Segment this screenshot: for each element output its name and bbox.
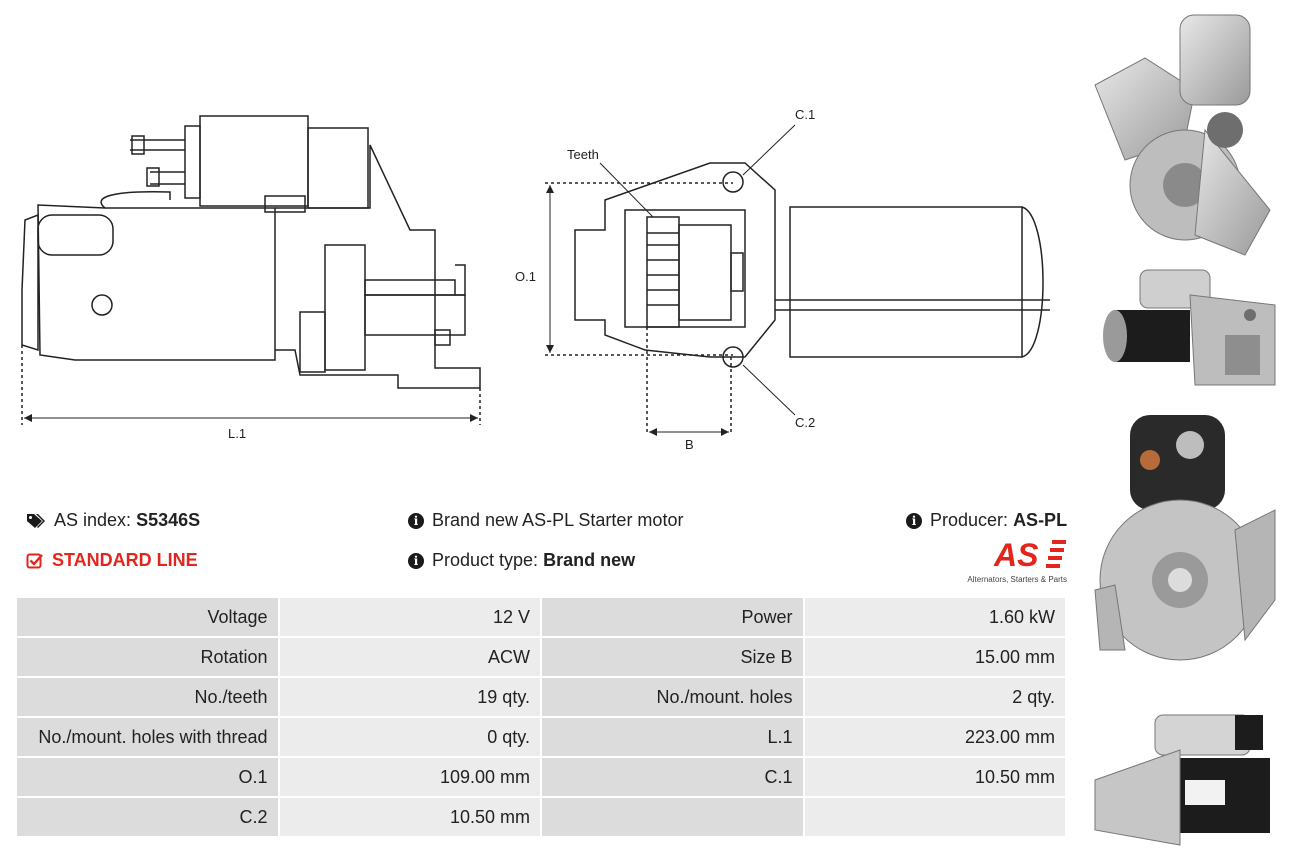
spec-label: No./mount. holes with thread <box>15 716 280 758</box>
spec-value: 15.00 mm <box>802 636 1068 678</box>
producer: i Producer: AS-PL <box>906 510 1067 531</box>
spec-value: 19 qty. <box>277 676 542 718</box>
spec-value: 223.00 mm <box>802 716 1068 758</box>
info-icon: i <box>408 512 424 529</box>
spec-value: ACW <box>277 636 542 678</box>
dimension-b-label: B <box>685 437 694 452</box>
tags-icon <box>27 513 45 528</box>
product-description: i Brand new AS-PL Starter motor <box>408 510 683 531</box>
dimension-teeth-label: Teeth <box>567 147 599 162</box>
product-photo-label <box>1094 714 1270 846</box>
spec-value: 109.00 mm <box>277 756 542 798</box>
dimension-c2-label: C.2 <box>795 415 815 430</box>
dimension-l1-label: L.1 <box>228 426 246 441</box>
as-index-label: AS index: <box>54 510 132 530</box>
info-icon: i <box>408 552 424 569</box>
logo-tagline: Alternators, Starters & Parts <box>967 575 1067 584</box>
spec-label <box>539 796 805 838</box>
dimension-o1-label: O.1 <box>515 269 536 284</box>
product-description-text: Brand new AS-PL Starter motor <box>432 510 684 530</box>
as-pl-logo: AS Alternators, Starters & Parts <box>955 537 1067 584</box>
standard-line-badge: STANDARD LINE <box>26 550 198 571</box>
spec-value <box>802 796 1068 838</box>
product-type: i Product type: Brand new <box>408 550 635 571</box>
product-type-value: Brand new <box>543 550 636 570</box>
standard-line-label: STANDARD LINE <box>52 550 198 570</box>
product-type-label: Product type: <box>432 550 539 570</box>
producer-value: AS-PL <box>1013 510 1068 530</box>
as-logo-mark: AS <box>993 537 1066 573</box>
dimension-c1-label: C.1 <box>795 107 815 122</box>
spec-value: 10.50 mm <box>802 756 1068 798</box>
spec-label: Rotation <box>15 636 280 678</box>
spec-value: 10.50 mm <box>277 796 542 838</box>
producer-label: Producer: <box>930 510 1009 530</box>
spec-label: No./mount. holes <box>539 676 805 718</box>
product-photo-rear <box>1094 415 1276 661</box>
spec-value: 12 V <box>277 596 542 638</box>
spec-label: Size B <box>539 636 805 678</box>
spec-value: 0 qty. <box>277 716 542 758</box>
spec-label: Power <box>539 596 805 638</box>
spec-label: No./teeth <box>15 676 280 718</box>
starter-side-view-drawing: L.1 <box>21 115 481 441</box>
spec-label: Voltage <box>15 596 280 638</box>
spec-label: O.1 <box>15 756 280 798</box>
check-square-icon <box>26 553 43 568</box>
starter-front-view-drawing: O.1 C.1 C.2 Teeth B <box>515 107 1050 452</box>
spec-value: 2 qty. <box>802 676 1068 718</box>
as-index: AS index: S5346S <box>26 510 200 531</box>
spec-label: C.2 <box>15 796 280 838</box>
info-icon: i <box>906 512 922 529</box>
spec-label: C.1 <box>539 756 805 798</box>
spec-value: 1.60 kW <box>802 596 1068 638</box>
svg-text:AS: AS <box>993 538 1039 570</box>
product-photo-side <box>1103 269 1276 386</box>
product-photo-front <box>1094 14 1271 256</box>
as-index-value: S5346S <box>136 510 201 530</box>
spec-label: L.1 <box>539 716 805 758</box>
